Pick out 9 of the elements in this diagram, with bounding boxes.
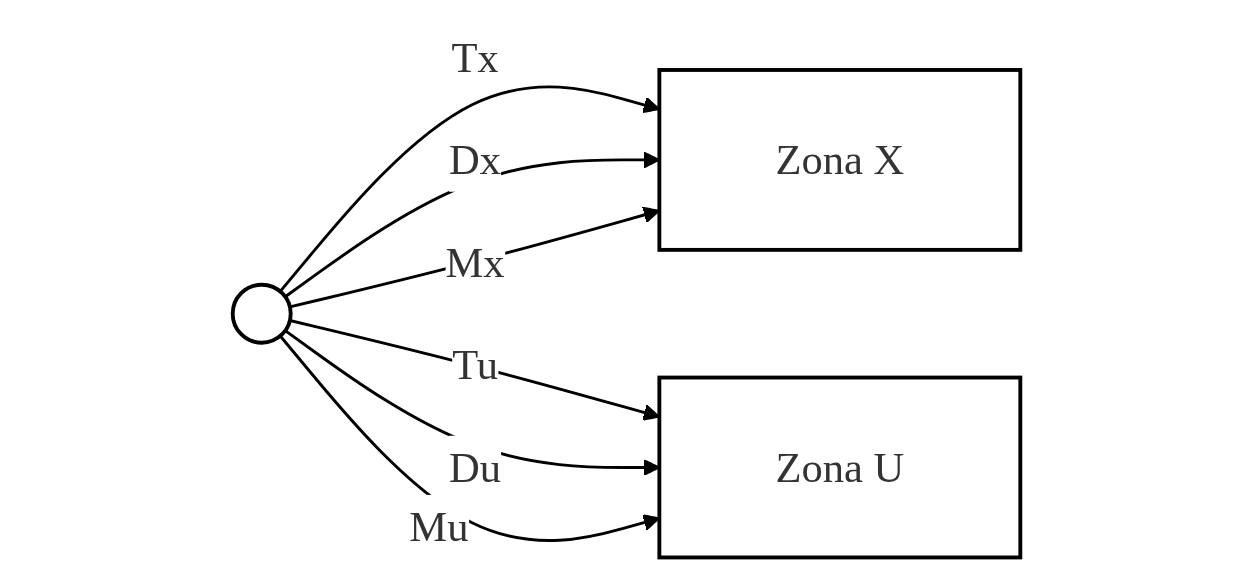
edge-label: Mu [409,502,469,551]
node-box: Zona U [657,375,1023,560]
edge-label: Tu [452,340,498,390]
node-box: Zona X [657,68,1023,252]
node-circle [230,282,293,345]
edge-label: Mx [445,238,505,287]
edge-label: Tx [451,33,499,82]
edge-label: Du [449,443,502,492]
edge-label: Dx [449,135,502,185]
